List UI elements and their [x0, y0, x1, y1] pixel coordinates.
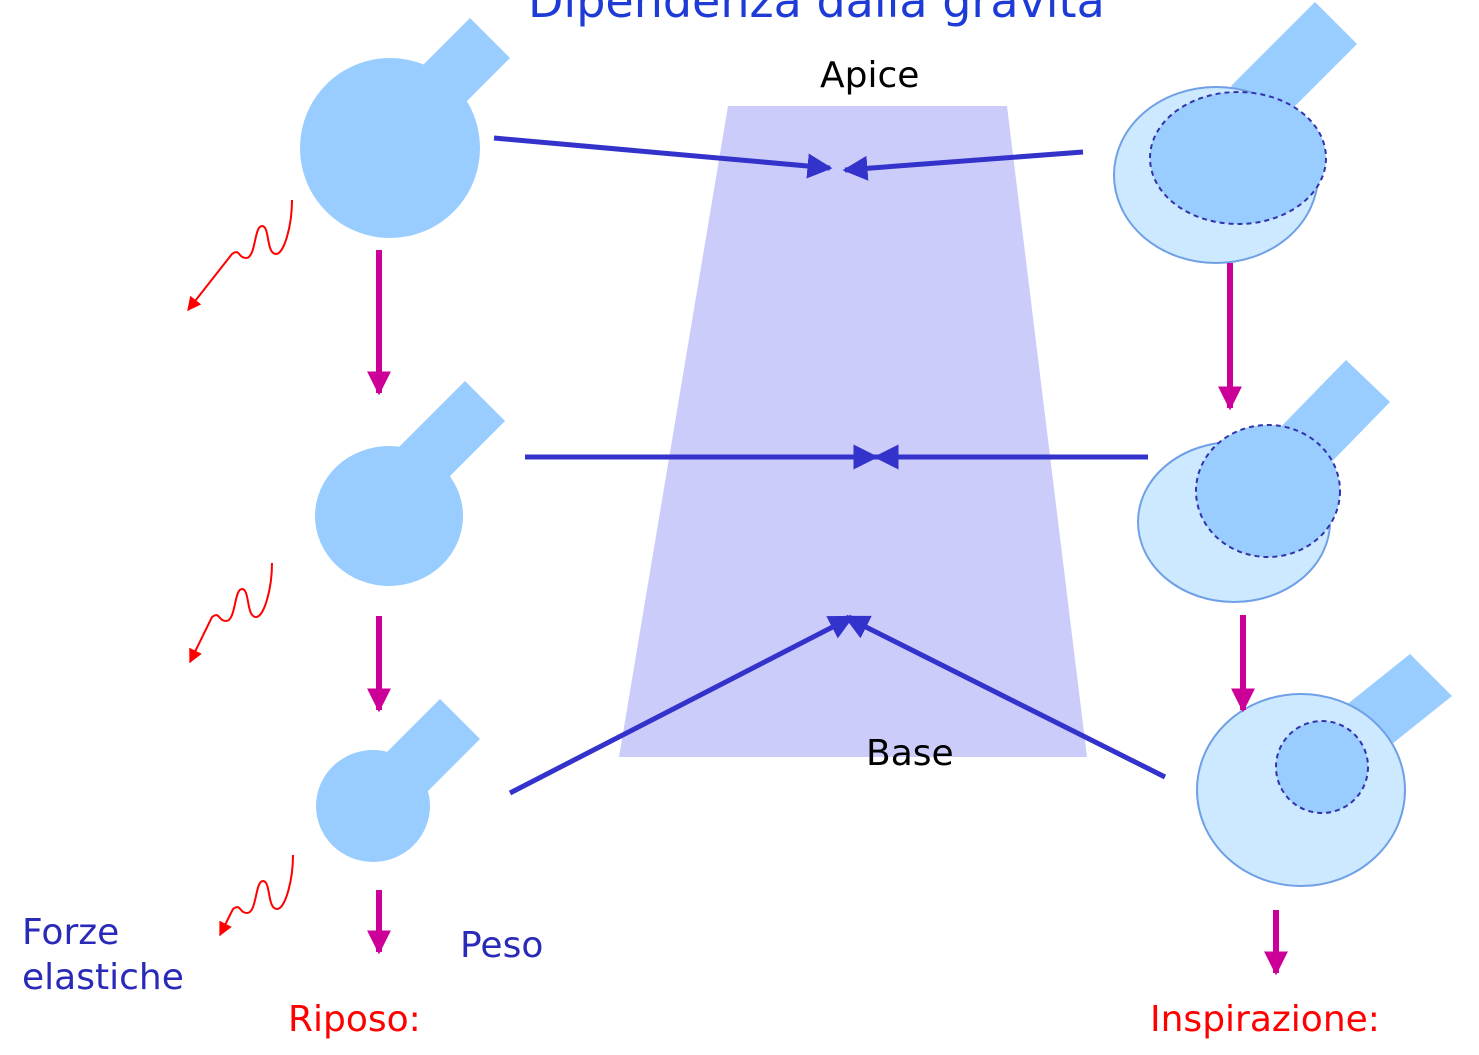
alveolus-middle-rest [315, 381, 505, 586]
apex-label: Apice [820, 55, 920, 96]
inspiration-label: Inspirazione: [1150, 999, 1380, 1040]
lung-trapezoid [619, 106, 1087, 757]
diagram-title: Dipendenza dalla gravità [528, 0, 1105, 28]
weight-label: Peso [460, 925, 544, 966]
pointer-arrow-base-left [508, 614, 855, 796]
elastic-forces-label: Forze elastiche [22, 912, 184, 998]
pointer-arrow-apex-left [493, 135, 833, 179]
pointer-arrow-base-right [843, 614, 1167, 780]
elastic-force-arrow-2 [189, 562, 273, 664]
alveolus-apex-inspiration [1113, 2, 1357, 264]
elastic-force-arrow-3 [219, 854, 294, 937]
pointer-arrow-apex-right [842, 149, 1084, 181]
elastic-force-arrow-1 [187, 199, 293, 312]
alveolus-base-inspiration [1196, 654, 1452, 887]
alveolus-apex-rest [300, 18, 510, 238]
base-label: Base [866, 733, 954, 774]
alveolus-base-rest [316, 699, 480, 862]
rest-label: Riposo: [288, 999, 421, 1040]
alveolus-middle-inspiration [1137, 360, 1390, 603]
